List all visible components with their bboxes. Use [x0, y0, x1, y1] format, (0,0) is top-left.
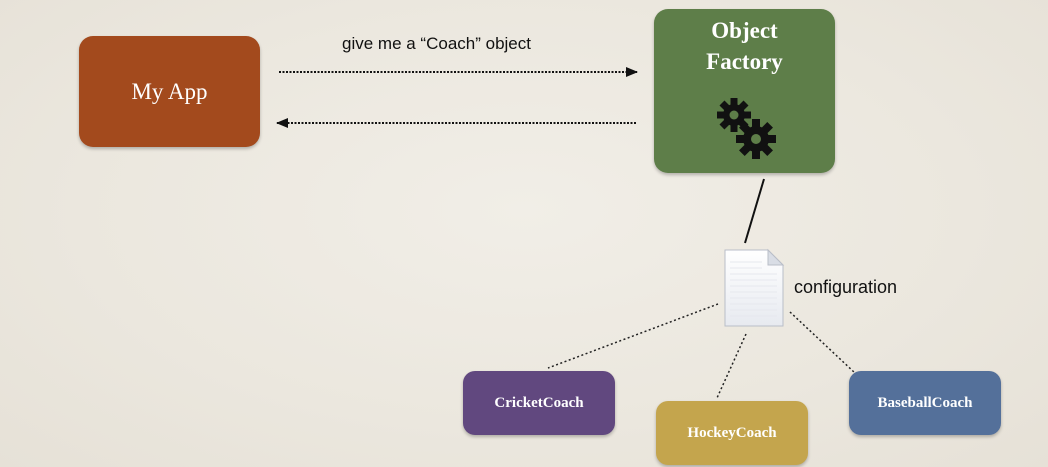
object-factory-title: Object Factory: [706, 18, 783, 74]
config-hockey-line: [716, 333, 747, 399]
hockey-coach-box: HockeyCoach: [656, 401, 808, 465]
factory-config-line: [744, 178, 765, 244]
baseball-coach-box: BaseballCoach: [849, 371, 1001, 435]
object-factory-box: Object Factory: [654, 9, 835, 173]
cricket-coach-label: CricketCoach: [494, 394, 584, 411]
document-icon: [724, 248, 785, 327]
config-baseball-line: [789, 311, 856, 374]
my-app-box: My App: [79, 36, 260, 147]
hockey-coach-label: HockeyCoach: [687, 424, 777, 441]
configuration-label: configuration: [794, 277, 898, 297]
gears-icon: [717, 98, 776, 159]
config-cricket-line: [547, 303, 719, 369]
request-label: give me a “Coach” object: [342, 34, 531, 53]
my-app-label: My App: [131, 78, 208, 104]
cricket-coach-box: CricketCoach: [463, 371, 615, 435]
baseball-coach-label: BaseballCoach: [877, 394, 973, 411]
